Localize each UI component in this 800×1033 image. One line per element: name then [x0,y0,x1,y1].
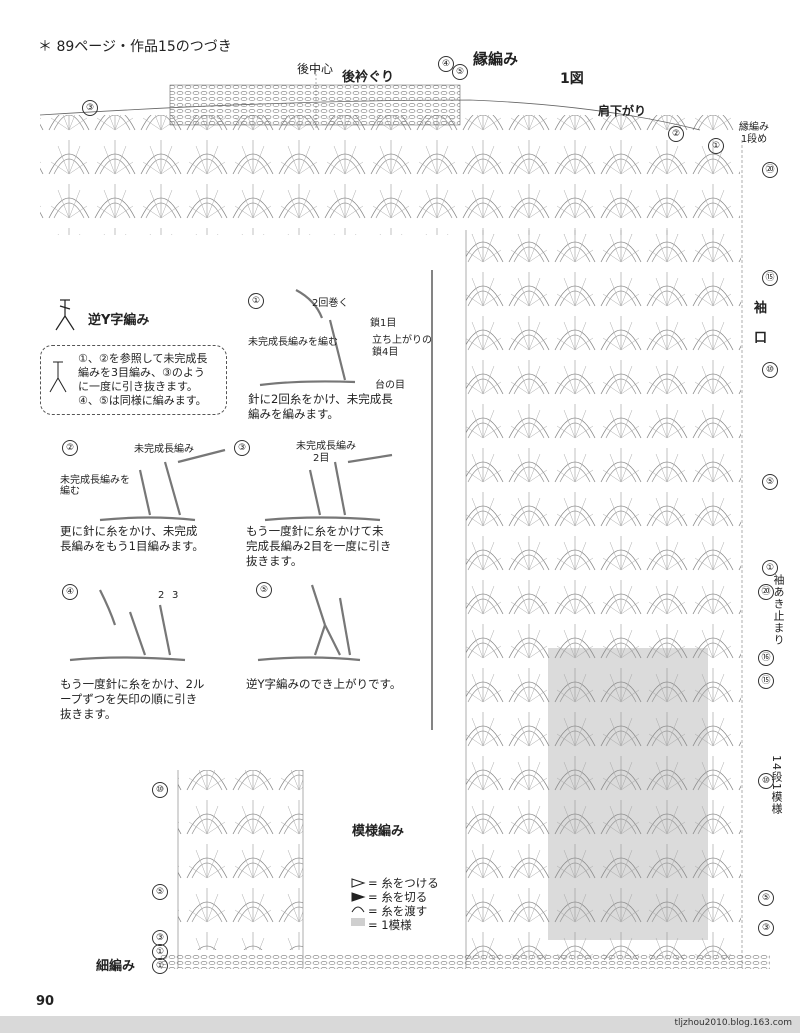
note-line: ④、⑤は同様に編みます。 [78,394,207,407]
row-badge: ⑩ [758,773,774,789]
step2-text: 更に針に糸をかけ、未完成 長編みをもう1目編みます。 [60,524,204,554]
row-badge: ⑯ [758,650,774,666]
row-badge: ① [152,958,168,974]
edge-row-label: 縁編み 1段め [739,122,769,145]
legend: = 糸をつける = 糸を切る = 糸を渡す = 1模様 [368,876,439,932]
step-text-line: 長編みをもう1目編みます。 [60,539,204,553]
step-text-line: もう一度針に糸をかけ、2ル [60,677,205,691]
row-badge: ③ [82,100,98,116]
step1-number: ① [248,293,264,309]
step2-illustration [99,448,226,522]
repeat-label: 14段1模様 [770,755,783,815]
legend-item: = 1模様 [368,918,412,932]
reverse-y-stitch-icon [55,299,75,331]
cuff-label: 袖 口 [754,301,768,346]
technique-title: 逆Y字編み [88,313,150,328]
row-badge: ⑳ [762,162,778,178]
pattern-swatch [178,770,303,950]
step3-number: ③ [234,440,250,456]
row-badge: ⑩ [762,362,778,378]
step1-label-unfinished: 未完成長編みを編む [248,337,338,348]
technique-note-box [40,345,227,415]
note-line: ①、②を参照して未完成長 [78,352,208,365]
step3-text: もう一度針に糸をかけて未 完成長編み2目を一度に引き 抜きます。 [246,524,391,569]
back-neck-label: 後衿ぐり [342,70,395,85]
note-line: 編みを3目編み、③のよう [78,366,205,379]
figure-label: 1図 [560,71,584,87]
step1-label-chain: 鎖1目 [370,318,397,329]
step2-number: ② [62,440,78,456]
row-badge: ③ [758,920,774,936]
row-badge: ⑤ [762,474,778,490]
row-badge: ④ [438,56,454,72]
step4-text: もう一度針に糸をかけ、2ル ープずつを矢印の順に引き 抜きます。 [60,677,204,722]
back-neck-chart [169,84,461,126]
legend-item: = 糸を渡す [368,904,428,918]
step4-label-3: 3 [172,590,179,601]
step-text-line: 抜きます。 [246,554,303,568]
row-badge: ② [668,126,684,142]
step5-illustration [257,584,361,662]
reference-header: ＊ 89ページ・作品15のつづき [38,39,232,55]
edge-knitting-label: 縁編み [473,50,519,68]
step2-label-knit: 未完成長編みを編む [60,475,130,497]
page-number: 90 [36,994,55,1009]
row-badge: ⑩ [152,782,168,798]
step3-label-unfinished: 未完成長編み [296,441,356,452]
legend-item: = 糸を切る [368,890,428,904]
step1-label-wrap: 2回巻く [312,298,349,309]
legend-symbols [351,878,366,926]
row-badge: ⑤ [758,890,774,906]
step-text-line: もう一度針に糸をかけて未 [246,524,384,538]
note-stitch-icon [49,361,67,393]
step4-illustration [69,589,186,662]
step-text-line: 抜きます。 [60,707,117,721]
row-badge: ⑳ [758,584,774,600]
step-text-line: 針に2回糸をかけ、未完成長 [248,392,393,406]
step4-number: ④ [62,584,78,600]
step1-text: 針に2回糸をかけ、未完成長 編みを編みます。 [248,392,393,422]
step-text-line: ープずつを矢印の順に引き [60,692,198,706]
step4-label-2: 2 [158,590,165,601]
step5-text: 逆Y字編みのでき上がりです。 [246,677,401,692]
shoulder-label: 肩下がり [598,104,647,118]
note-line: に一度に引き抜きます。 [78,380,198,393]
back-center-label: 後中心 [297,62,334,76]
footer-bar [0,1016,800,1033]
step2-label-unfinished: 未完成長編み [134,444,194,455]
blog-watermark: tljzhou2010.blog.163.com [674,1018,793,1028]
step3-label-two: 2目 [313,453,330,464]
sleeve-opening-label: 袖あき止まり [772,574,785,646]
single-crochet-row [160,955,770,969]
step5-number: ⑤ [256,582,272,598]
row-badge: ⑤ [152,884,168,900]
row-badge: ⑮ [758,673,774,689]
row-badge: ① [708,138,724,154]
step-text-line: 更に針に糸をかけ、未完成 [60,524,198,538]
step-text-line: 編みを編みます。 [248,407,339,421]
row-badge: ⑮ [762,270,778,286]
legend-item: = 糸をつける [368,876,439,890]
row-badge: ① [762,560,778,576]
yoke-pattern [40,115,740,235]
pattern-title: 模様編み [352,824,405,839]
step1-illustration [259,289,356,387]
row-badge: ⑤ [452,64,468,80]
step-text-line: 完成長編み2目を一度に引き [246,539,392,553]
step1-label-turning: 立ち上がりの鎖4目 [372,335,432,358]
single-crochet-label: 細編み [96,959,136,974]
step3-illustration [264,453,393,522]
technique-note: ①、②を参照して未完成長 編みを3目編み、③のよう に一度に引き抜きます。 ④、… [78,352,207,408]
step-text-line: 逆Y字編みのでき上がりです。 [246,677,402,691]
step1-label-base: 台の目 [375,380,405,391]
